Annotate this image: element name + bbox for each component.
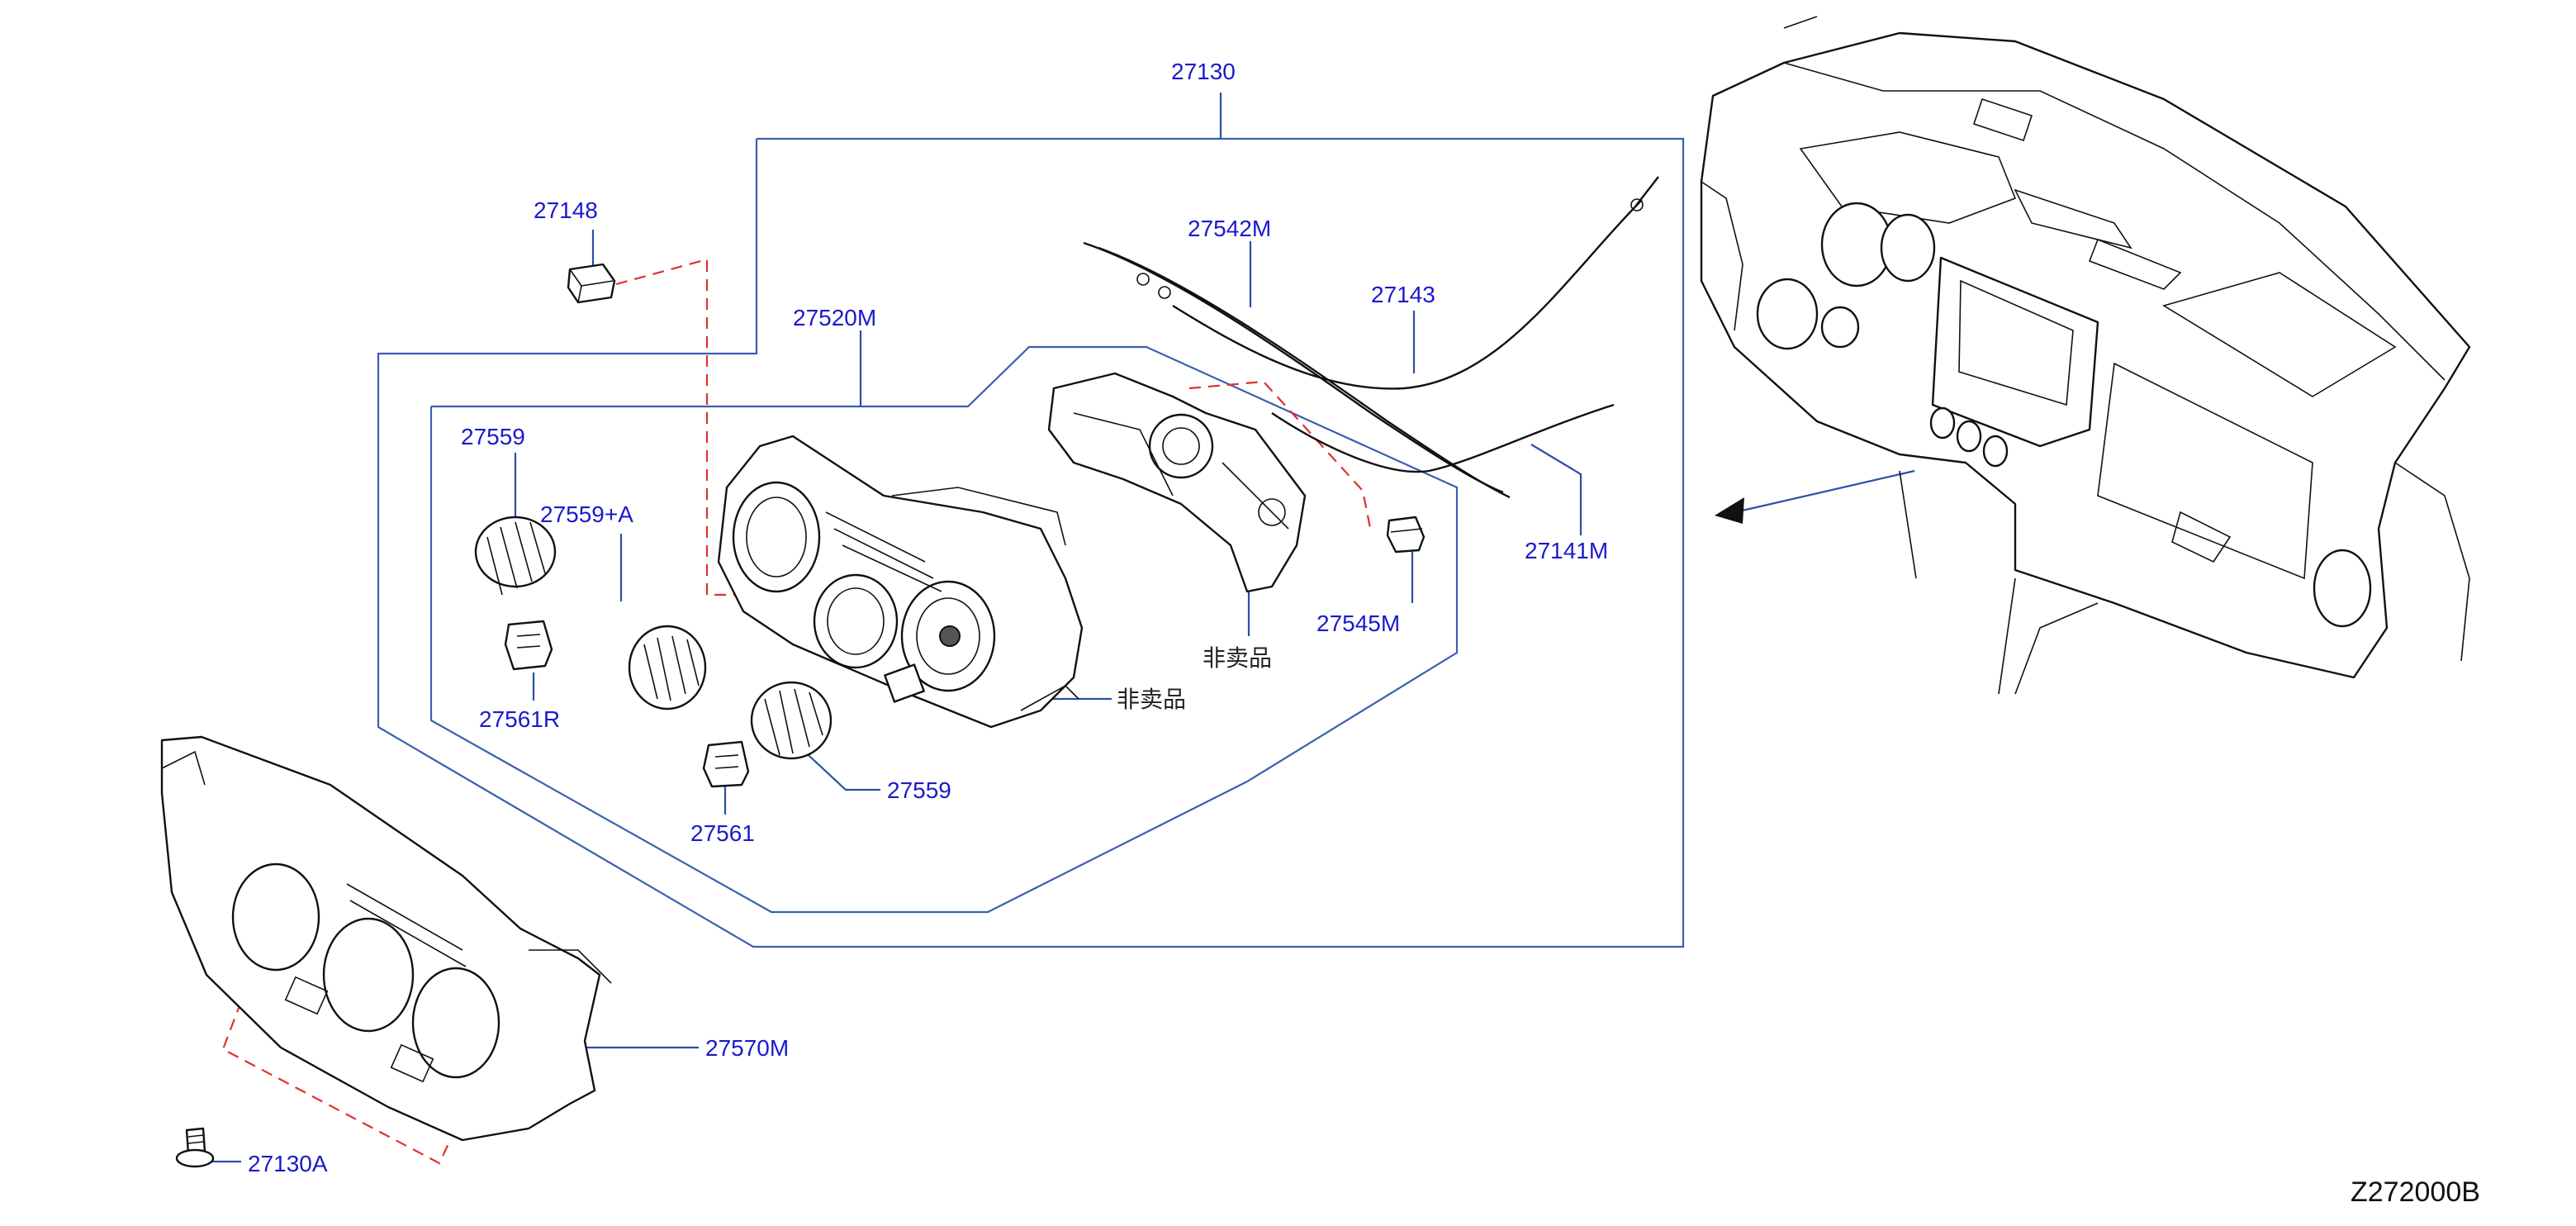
callout-27130: 27130 [1171, 59, 1236, 84]
callout-27559A: 27559+A [540, 501, 633, 527]
dashboard-overview-drawing [1700, 16, 2471, 695]
callout-27542M: 27542M [1188, 216, 1271, 241]
leader-27559-bottom [799, 746, 880, 791]
part-27559-knob-top [474, 516, 557, 596]
part-27559-knob-bottom [750, 681, 833, 760]
leader-dash-arrow [1727, 469, 1915, 516]
callout-27561: 27561 [690, 820, 755, 846]
part-27143-cable [1172, 176, 1659, 390]
part-27542M-cable [1083, 241, 1511, 499]
part-27561R-button [504, 620, 553, 671]
callout-27545M: 27545M [1316, 611, 1400, 636]
part-27570M-finisher-panel [160, 735, 612, 1142]
leader-27141M [1530, 444, 1582, 535]
callout-27141M: 27141M [1525, 538, 1608, 563]
dash-27130A [221, 1000, 452, 1165]
part-27148-cap [567, 263, 616, 304]
part-actuator-bracket [1047, 372, 1307, 593]
callout-27148: 27148 [534, 197, 598, 223]
callout-not-for-sale-2: 非卖品 [1117, 686, 1186, 713]
callout-27561R: 27561R [479, 706, 560, 732]
part-27545M-clip [1386, 516, 1426, 554]
part-27141M-cable [1271, 403, 1615, 473]
callout-27520M: 27520M [793, 305, 876, 330]
diagram-id-label: Z272000B [2351, 1176, 2480, 1208]
part-27561-button [702, 740, 750, 788]
callout-27559-bottom: 27559 [887, 777, 951, 803]
callout-not-for-sale-1: 非卖品 [1203, 644, 1272, 672]
part-27130A-screw [175, 1127, 215, 1168]
callout-27130A: 27130A [248, 1151, 328, 1176]
callout-27143: 27143 [1371, 282, 1435, 307]
subassembly-boundary-27520M [429, 345, 1459, 914]
callout-27570M: 27570M [705, 1035, 789, 1061]
part-27559A-knob [628, 625, 707, 710]
assembly-boundary-27130 [377, 137, 1685, 948]
callout-27559-top: 27559 [461, 424, 525, 449]
direction-arrow-head [1715, 497, 1744, 524]
part-27520M-control-unit [717, 435, 1084, 729]
